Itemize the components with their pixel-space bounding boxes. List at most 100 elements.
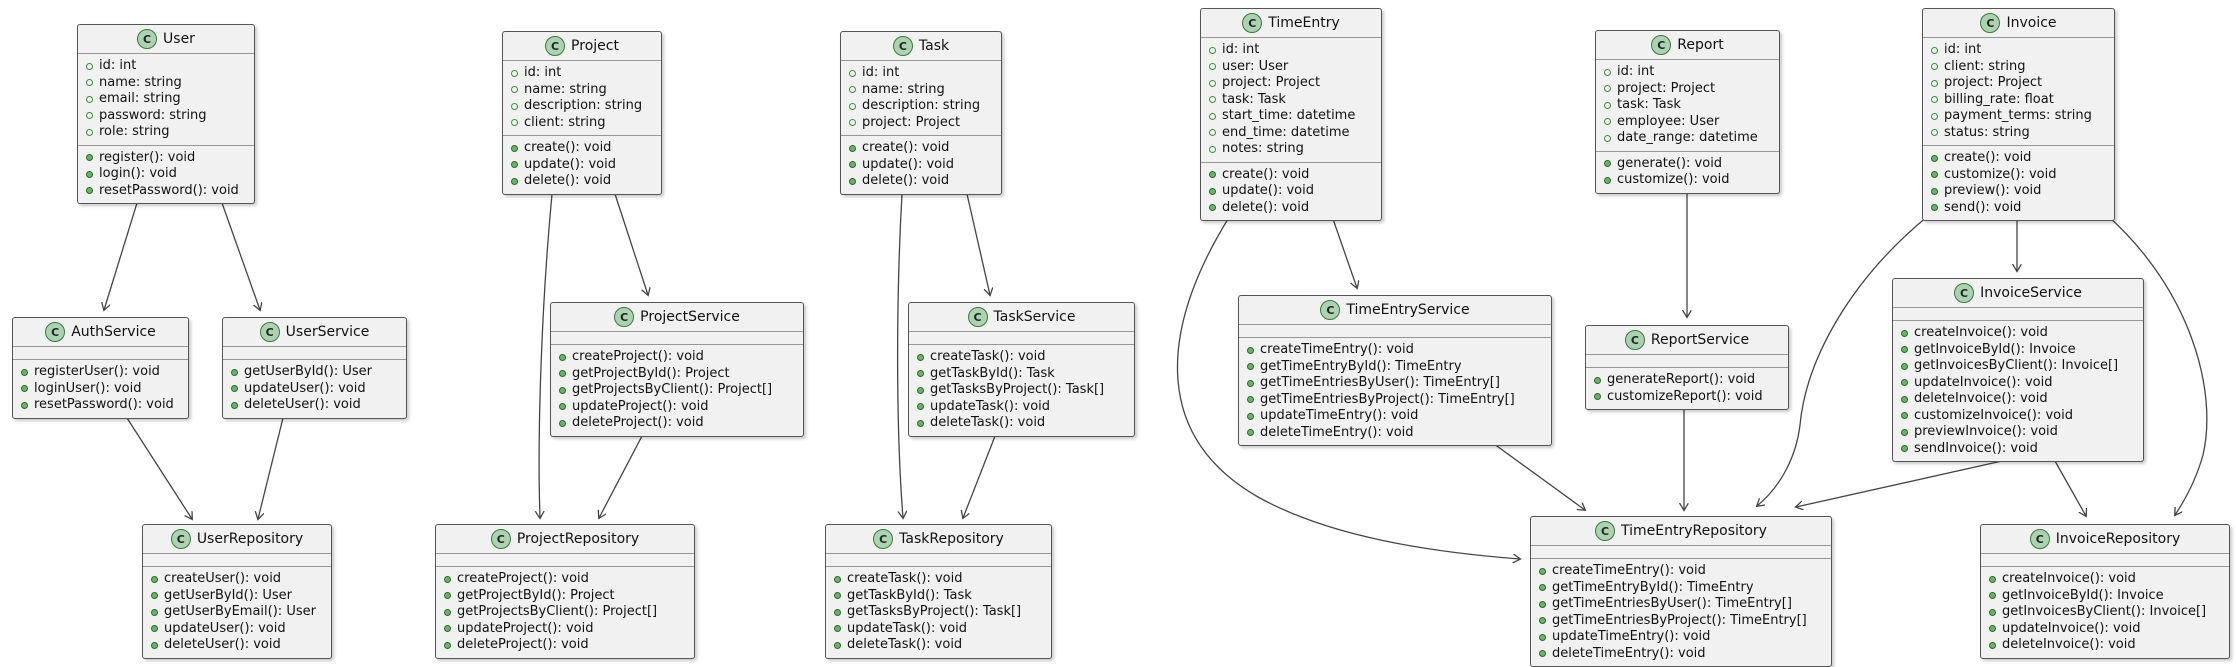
member-item: customizeReport(): void	[1594, 389, 1780, 406]
field-icon	[1931, 63, 1938, 71]
class-box-projectrepository: C ProjectRepository createProject(): voi…	[435, 524, 695, 659]
class-header: C User	[78, 25, 254, 53]
member-text: updateProject(): void	[572, 398, 709, 414]
class-header: C AuthService	[13, 318, 188, 346]
method-icon	[849, 177, 856, 185]
member-item: getInvoiceById(): Invoice	[1901, 342, 2135, 359]
member-item: deleteProject(): void	[444, 637, 686, 654]
class-title: TimeEntryRepository	[1621, 523, 1767, 539]
attributes-list	[826, 553, 1051, 566]
member-text: getTasksByProject(): Task[]	[930, 382, 1105, 397]
member-item: updateTask(): void	[917, 399, 1126, 416]
member-item: updateProject(): void	[559, 399, 795, 416]
field-icon	[1931, 112, 1938, 120]
member-text: description: string	[862, 98, 981, 113]
method-icon	[1604, 160, 1611, 168]
member-item: name: string	[511, 82, 653, 99]
field-icon	[1209, 112, 1216, 120]
member-text: updateTimeEntry(): void	[1260, 408, 1419, 423]
member-item: loginUser(): void	[21, 381, 180, 398]
member-text: task: Task	[1222, 91, 1286, 107]
member-item: customizeInvoice(): void	[1901, 408, 2135, 425]
member-item: getTaskById(): Task	[834, 588, 1043, 605]
class-header: C TimeEntryService	[1239, 296, 1551, 324]
member-item: id: int	[1604, 64, 1771, 81]
field-icon	[1209, 96, 1216, 104]
method-icon	[151, 592, 158, 600]
class-icon: C	[1242, 13, 1263, 33]
member-item: status: string	[1931, 125, 2106, 142]
method-icon	[1989, 575, 1996, 583]
member-item: delete(): void	[1209, 200, 1373, 217]
member-text: project: Project	[1944, 75, 2043, 90]
attributes-list	[1586, 354, 1788, 367]
class-icon: C	[967, 307, 988, 327]
member-item: delete(): void	[511, 173, 653, 190]
member-item: updateTask(): void	[834, 621, 1043, 638]
member-text: resetPassword(): void	[99, 182, 239, 198]
member-text: project: Project	[1617, 80, 1716, 96]
member-item: getProjectById(): Project	[444, 588, 686, 605]
class-icon: C	[259, 322, 280, 342]
member-text: updateTask(): void	[847, 620, 968, 636]
field-icon	[1209, 63, 1216, 71]
member-item: updateUser(): void	[231, 381, 398, 398]
member-text: getTimeEntriesByUser(): TimeEntry[]	[1552, 596, 1792, 611]
member-item: task: Task	[1604, 97, 1771, 114]
method-icon	[834, 575, 841, 583]
member-text: deleteUser(): void	[244, 397, 361, 412]
method-icon	[559, 353, 566, 361]
member-item: user: User	[1209, 59, 1373, 76]
method-icon	[151, 641, 158, 649]
method-icon	[1901, 329, 1908, 337]
class-title: InvoiceRepository	[2055, 531, 2181, 547]
class-header: C UserRepository	[143, 525, 331, 553]
method-icon	[231, 368, 238, 376]
method-icon	[1604, 176, 1611, 184]
member-item: project: Project	[1209, 75, 1373, 92]
method-icon	[1901, 445, 1908, 453]
class-title: Report	[1677, 37, 1724, 53]
member-text: getInvoicesByClient(): Invoice[]	[1914, 358, 2119, 373]
member-text: customizeInvoice(): void	[1914, 407, 2073, 423]
method-icon	[834, 641, 841, 649]
member-text: register(): void	[99, 149, 196, 165]
member-item: updateTimeEntry(): void	[1539, 629, 1823, 646]
edge-projectservice-to-projectrepository	[599, 435, 643, 518]
member-text: deleteTask(): void	[930, 415, 1046, 430]
class-header: C ProjectService	[551, 303, 803, 331]
member-text: client: string	[1944, 58, 2026, 74]
member-text: id: int	[524, 65, 562, 80]
attributes-list	[909, 331, 1134, 344]
method-icon	[559, 403, 566, 411]
field-icon	[1604, 101, 1611, 109]
member-text: createTask(): void	[847, 571, 963, 586]
method-icon	[1989, 608, 1996, 616]
field-icon	[86, 112, 93, 120]
member-item: createProject(): void	[559, 349, 795, 366]
member-text: status: string	[1944, 124, 2030, 140]
method-icon	[1989, 641, 1996, 649]
member-text: previewInvoice(): void	[1914, 424, 2058, 439]
attributes-list	[143, 553, 331, 566]
member-text: update(): void	[524, 156, 616, 172]
member-item: delete(): void	[849, 173, 993, 190]
method-icon	[559, 419, 566, 427]
class-header: C TimeEntry	[1201, 9, 1381, 37]
member-item: create(): void	[1209, 167, 1373, 184]
class-title: TimeEntry	[1268, 15, 1340, 31]
member-text: billing_rate: float	[1944, 91, 2054, 107]
member-item: getInvoicesByClient(): Invoice[]	[1989, 604, 2221, 621]
class-icon: C	[545, 36, 566, 56]
member-item: getTimeEntriesByUser(): TimeEntry[]	[1539, 596, 1823, 613]
method-icon	[834, 625, 841, 633]
method-icon	[151, 608, 158, 616]
member-item: name: string	[849, 82, 993, 99]
